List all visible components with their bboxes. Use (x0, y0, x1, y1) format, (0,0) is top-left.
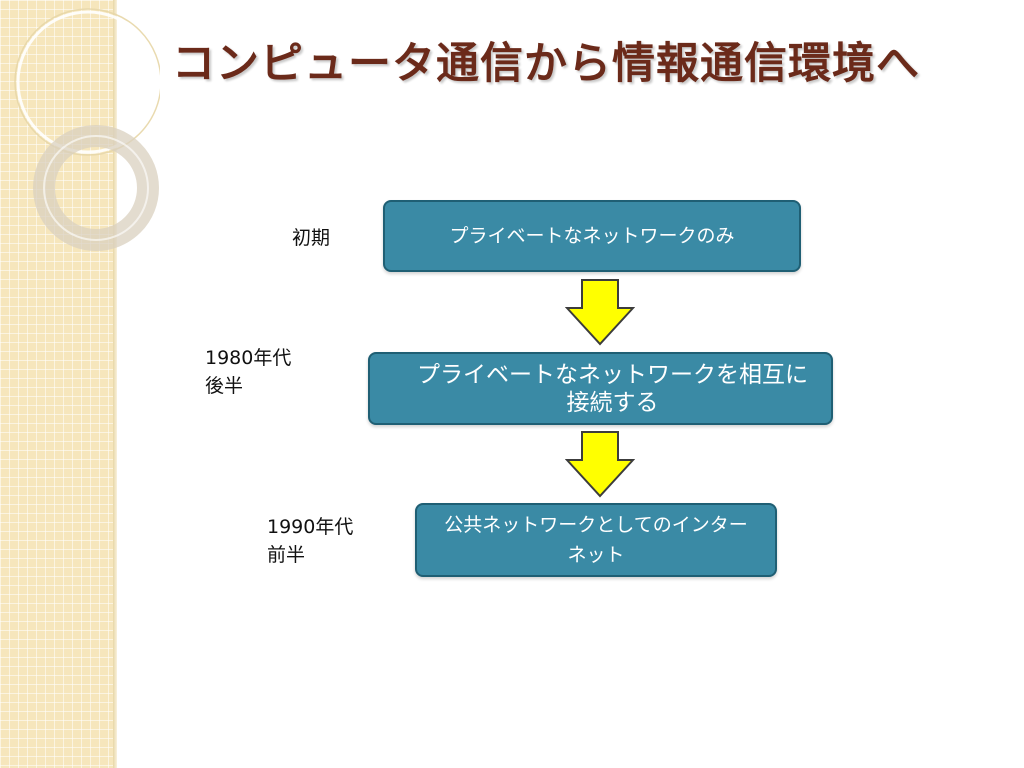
stage-box-text: プライベートなネットワークのみ (449, 225, 735, 247)
stage-period-label: 1990年代 前半 (267, 516, 354, 566)
slide-title: コンピュータ通信から情報通信環境へ (172, 39, 920, 89)
stage-period-label: 1980年代 後半 (205, 347, 292, 397)
side-band-edge (113, 0, 117, 768)
stage-box-text: プライベートなネットワークを相互に接続する (417, 361, 808, 416)
stage-period-label: 初期 (292, 227, 331, 249)
decorative-rings (14, 8, 160, 251)
stage-box-early: プライベートなネットワークのみ (383, 200, 801, 272)
down-arrow-icon (565, 279, 635, 346)
stage-box-text: 公共ネットワークとしてのインターネット (444, 514, 748, 566)
stage-box-late-1980s: プライベートなネットワークを相互に接続する (368, 352, 833, 425)
stage-box-early-1990s: 公共ネットワークとしてのインターネット (415, 503, 777, 577)
down-arrow-icon (565, 431, 635, 498)
